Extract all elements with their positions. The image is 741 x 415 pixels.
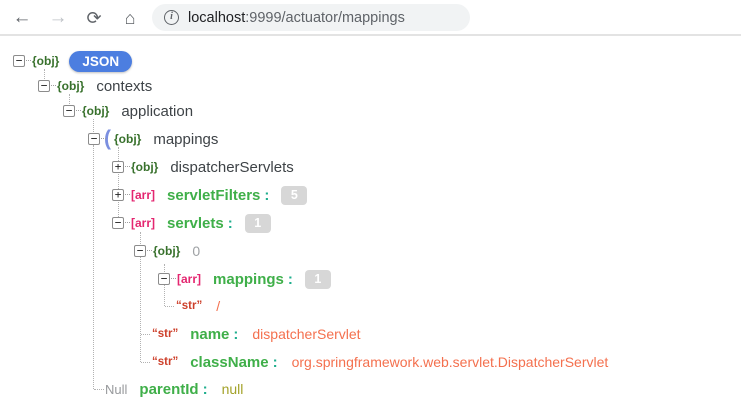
collapse-toggle-icon[interactable]: −	[38, 80, 56, 92]
tree-row-mappings: − ( {obj} mappings	[88, 128, 218, 150]
tree-connector	[165, 306, 174, 307]
tree-connector	[69, 94, 70, 106]
type-tag-object: {obj}	[57, 79, 85, 93]
null-value: null	[221, 381, 244, 397]
node-key: mappings	[213, 270, 284, 288]
tree-row-class-name: “str” className : org.springframework.we…	[152, 351, 608, 373]
browser-toolbar: ← → ⟳ ⌂ i localhost:9999/actuator/mappin…	[0, 0, 741, 36]
tree-row-name: “str” name : dispatcherServlet	[152, 323, 361, 345]
collapse-toggle-icon[interactable]: −	[134, 245, 152, 257]
tree-connector	[118, 147, 119, 223]
tree-connector	[93, 119, 94, 134]
tree-connector	[44, 69, 45, 81]
string-value: /	[216, 298, 221, 314]
array-count-badge: 1	[304, 269, 331, 289]
type-tag-string: “str”	[152, 328, 179, 340]
match-highlight-paren: (	[104, 127, 111, 150]
url-text: localhost:9999/actuator/mappings	[188, 10, 405, 26]
node-key: servletFilters	[167, 186, 261, 204]
tree-connector	[164, 264, 165, 274]
type-tag-null: Null	[105, 381, 128, 397]
type-tag-array: [arr]	[177, 272, 202, 286]
tree-connector	[164, 285, 165, 306]
tree-row-index-0: − {obj} 0	[134, 240, 200, 262]
collapse-toggle-icon[interactable]: −	[112, 217, 130, 229]
tree-row-parent-id: Null parentId : null	[105, 378, 243, 400]
collapse-toggle-icon[interactable]: −	[88, 133, 106, 145]
json-tree-viewer: − {obj} JSON − {obj} contexts − {obj} ap…	[0, 36, 741, 415]
array-count-badge: 1	[244, 213, 271, 233]
key-colon: :	[272, 353, 278, 371]
string-value: org.springframework.web.servlet.Dispatch…	[291, 354, 609, 370]
type-tag-object: {obj}	[32, 54, 60, 68]
page-info-icon[interactable]: i	[164, 10, 179, 25]
reload-icon[interactable]: ⟳	[86, 8, 102, 28]
node-key: servlets	[167, 214, 224, 232]
key-colon: :	[264, 186, 270, 204]
tree-row-contexts: − {obj} contexts	[38, 75, 152, 97]
type-tag-object: {obj}	[114, 132, 142, 146]
key-colon: :	[227, 214, 233, 232]
key-colon: :	[287, 270, 293, 288]
key-colon: :	[233, 325, 239, 343]
type-tag-string: “str”	[152, 356, 179, 368]
string-value: dispatcherServlet	[252, 326, 361, 342]
tree-row-application: − {obj} application	[63, 100, 193, 122]
collapse-toggle-icon[interactable]: −	[13, 55, 31, 67]
expand-toggle-icon[interactable]: +	[112, 189, 130, 201]
type-tag-array: [arr]	[131, 188, 156, 202]
node-key: name	[190, 325, 230, 343]
address-bar[interactable]: i localhost:9999/actuator/mappings	[152, 4, 470, 31]
type-tag-object: {obj}	[131, 160, 159, 174]
url-path: :9999/actuator/mappings	[245, 9, 405, 26]
type-tag-array: [arr]	[131, 216, 156, 230]
expand-toggle-icon[interactable]: +	[112, 161, 130, 173]
array-index-label: 0	[192, 243, 201, 259]
node-key: className	[190, 353, 269, 371]
collapse-toggle-icon[interactable]: −	[158, 273, 176, 285]
type-tag-string: “str”	[176, 300, 203, 312]
tree-connector	[93, 145, 94, 389]
node-key: application	[121, 102, 194, 120]
tree-row-dispatcher-servlets: + {obj} dispatcherServlets	[112, 156, 294, 178]
tree-row-mapping-path: “str” /	[176, 295, 220, 317]
collapse-toggle-icon[interactable]: −	[63, 105, 81, 117]
type-tag-object: {obj}	[82, 104, 110, 118]
forward-icon[interactable]: →	[48, 7, 68, 28]
node-key: mappings	[153, 130, 219, 148]
node-key: parentId	[139, 380, 199, 398]
home-icon[interactable]: ⌂	[124, 8, 136, 28]
tree-row-mappings-array: − [arr] mappings : 1	[158, 268, 331, 290]
tree-connector	[140, 232, 141, 246]
node-key: dispatcherServlets	[170, 158, 294, 176]
tree-connector	[94, 389, 104, 390]
url-host: localhost	[188, 9, 246, 26]
array-count-badge: 5	[281, 185, 308, 205]
tree-row-servlets: − [arr] servlets : 1	[112, 212, 271, 234]
node-key: contexts	[96, 77, 153, 95]
tree-connector	[140, 257, 141, 362]
tree-connector	[141, 334, 150, 335]
back-icon[interactable]: ←	[12, 7, 32, 28]
key-colon: :	[202, 380, 208, 398]
type-tag-object: {obj}	[153, 244, 181, 258]
tree-row-servlet-filters: + [arr] servletFilters : 5	[112, 184, 308, 206]
tree-connector	[141, 362, 150, 363]
root-json-badge: JSON	[69, 50, 133, 72]
tree-row-root: − {obj} JSON	[13, 50, 133, 72]
